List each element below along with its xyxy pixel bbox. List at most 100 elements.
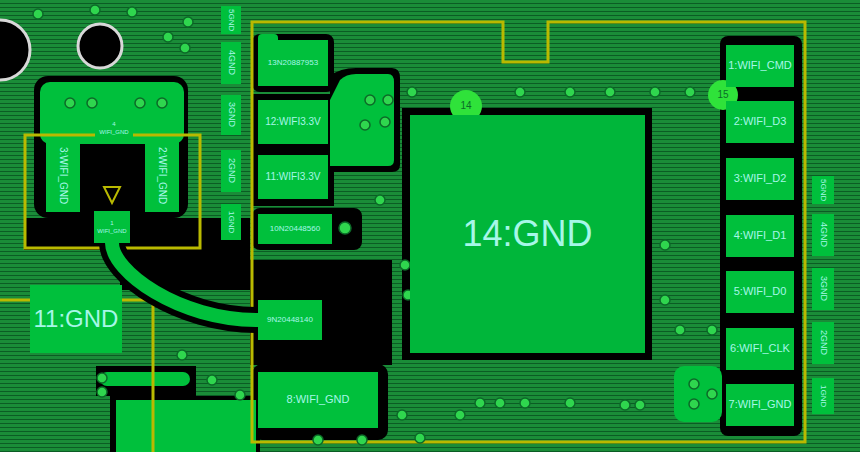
copper-pad: 7:WIFI_GND [726, 384, 794, 426]
via [207, 375, 217, 385]
pad-label: 10N20448560 [270, 225, 320, 233]
via [97, 373, 107, 383]
copper-pad: 3:WIFI_D2 [726, 158, 794, 200]
pad-text-group: 14 [460, 101, 471, 112]
pad-label: 3:WIFI_D2 [734, 173, 787, 185]
clearance [34, 76, 188, 218]
via [685, 87, 695, 97]
pad-label: 14:GND [462, 215, 592, 253]
module-outline [252, 22, 805, 442]
clearance [110, 396, 260, 452]
silk-line [0, 300, 153, 452]
pad-label: 2:WIFI_D3 [734, 116, 787, 128]
pad-label: 1GND [227, 211, 235, 233]
pad-label: 5GND [819, 179, 827, 201]
pad-text-group: 12:WIFI3.3V [265, 117, 321, 128]
pad-label: WIFI_GND [99, 129, 128, 135]
clearance [252, 68, 400, 206]
via [397, 410, 407, 420]
via [135, 98, 145, 108]
copper-pad: 5GND [812, 176, 834, 204]
pad-text-group: 1WIFI_GND [97, 220, 126, 234]
via [660, 240, 670, 250]
copper-pad: 14:GND [410, 115, 645, 353]
pad-label: 5GND [227, 9, 235, 31]
pad-label: 8:WIFI_GND [287, 394, 350, 406]
copper-pad: 5GND [221, 6, 241, 34]
pad-text-group: 11:WIFI3.3V [266, 172, 321, 183]
via [675, 325, 685, 335]
clearance [252, 34, 334, 92]
via [707, 325, 717, 335]
via [97, 387, 107, 397]
silkscreen [0, 22, 805, 452]
copper-pad: 11:GND [30, 285, 122, 353]
pad-label: 1 [110, 220, 113, 226]
pad-label: 6:WIFI_CLK [730, 343, 790, 355]
via [475, 398, 485, 408]
via [339, 222, 351, 234]
pad-label: 2GND [818, 330, 827, 355]
pad-text-group: 2:WIFI_GND [157, 147, 168, 204]
copper-pad: 1:WIFI_CMD [726, 45, 794, 87]
via [375, 195, 385, 205]
via [707, 389, 717, 399]
connector-outline [25, 135, 200, 248]
pad-label: 15 [717, 90, 728, 101]
copper [330, 74, 394, 166]
copper-pad: 4:WIFI_D1 [726, 215, 794, 257]
via [157, 98, 167, 108]
pad-text-group: 5GND [819, 179, 827, 201]
copper-trace [112, 243, 258, 320]
pad-label: 11:WIFI3.3V [266, 172, 321, 183]
pad-text-group: 13N20887953 [268, 59, 318, 67]
via [177, 350, 187, 360]
clearance [252, 364, 388, 440]
pad-text-group: 8:WIFI_GND [287, 394, 350, 406]
via [357, 435, 367, 445]
mounting-holes [0, 20, 122, 80]
pad-label: 2:WIFI_GND [157, 147, 168, 204]
copper-pad: 10N20448560 [258, 214, 332, 244]
via [660, 295, 670, 305]
copper-pad: 2GND [812, 322, 834, 364]
pad-text-group: 5GND [227, 9, 235, 31]
pad-text-group: 2GND [226, 158, 235, 183]
via [520, 398, 530, 408]
copper-pad: 4GND [221, 42, 241, 84]
pad-label: 5:WIFI_D0 [734, 286, 787, 298]
via [415, 433, 425, 443]
via [87, 98, 97, 108]
via [235, 390, 245, 400]
pad-text-group: 6:WIFI_CLK [730, 343, 790, 355]
copper-pad: 4GND [812, 214, 834, 256]
copper-pad: 1GND [221, 204, 241, 240]
via [495, 398, 505, 408]
copper-pad: 4WIFI_GND [95, 114, 133, 142]
pad-text-group: 5:WIFI_D0 [734, 286, 787, 298]
pad-text-group: 3GND [818, 276, 827, 301]
pad-label: 7:WIFI_GND [729, 399, 792, 411]
copper-pad: 13N20887953 [258, 40, 328, 86]
via [407, 87, 417, 97]
pad-label: 13N20887953 [268, 59, 318, 67]
pad-text-group: 4:WIFI_D1 [734, 230, 787, 242]
via [689, 379, 699, 389]
copper-pad: 8:WIFI_GND [258, 372, 378, 428]
pad-text-group: 2GND [818, 330, 827, 355]
copper-pad: 12:WIFI3.3V [258, 100, 328, 144]
pad-text-group: 3:WIFI_GND [58, 147, 69, 204]
via [127, 7, 137, 17]
pad-text-group: 1:WIFI_CMD [728, 60, 792, 72]
pad-label: 3GND [818, 276, 827, 301]
via [565, 87, 575, 97]
mounting-hole [0, 20, 30, 80]
pad-label: 4GND [818, 222, 827, 247]
via [380, 117, 390, 127]
copper-pad: 1GND [812, 378, 834, 414]
copper-pad: 3GND [812, 268, 834, 310]
via [565, 398, 575, 408]
clearance-areas [24, 34, 802, 452]
via [635, 400, 645, 410]
copper-pad: 5:WIFI_D0 [726, 271, 794, 313]
